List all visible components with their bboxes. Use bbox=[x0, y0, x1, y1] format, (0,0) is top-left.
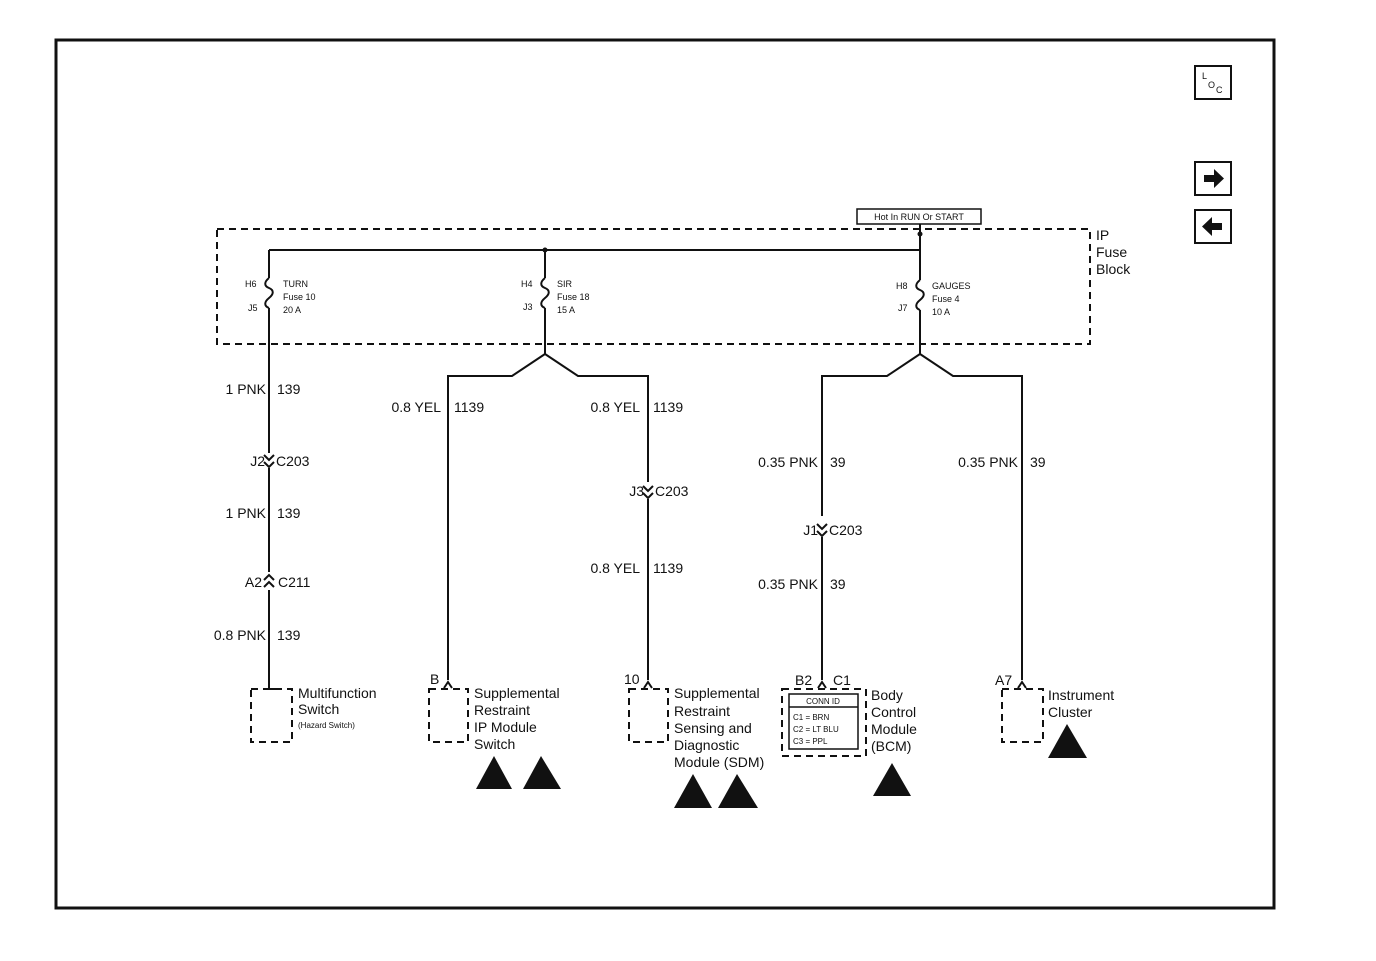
wire-circuit: 39 bbox=[830, 454, 846, 470]
fuse-turn-rating: 20 A bbox=[283, 305, 301, 315]
esd-warning-icon bbox=[476, 756, 561, 789]
loc-letter-c: C bbox=[1216, 85, 1223, 95]
esd-warning-icon bbox=[674, 774, 758, 808]
connector-name: C203 bbox=[276, 453, 310, 469]
component-label: Restraint bbox=[474, 702, 530, 718]
fuse-turn-name: TURN bbox=[283, 279, 308, 289]
esd-warning-icon bbox=[1048, 724, 1087, 758]
component-label: Diagnostic bbox=[674, 737, 739, 753]
fuse-gauges-out-pin: J7 bbox=[898, 303, 908, 313]
component-pin: 10 bbox=[624, 671, 640, 687]
wire-gauge: 0.8 PNK bbox=[214, 627, 267, 643]
arrow-right-icon[interactable] bbox=[1194, 161, 1232, 196]
sir-circuit: 0.8 YEL 1139 0.8 YEL 1139 J3 C203 0.8 YE… bbox=[391, 308, 689, 689]
component-label: Body bbox=[871, 687, 903, 703]
component-label: IP Module bbox=[474, 719, 537, 735]
component-label: (BCM) bbox=[871, 738, 911, 754]
fuse-gauges-name: GAUGES bbox=[932, 281, 971, 291]
component-connector: C1 bbox=[833, 672, 851, 688]
component-label: Supplemental bbox=[474, 685, 560, 701]
component-label: Switch bbox=[298, 701, 339, 717]
hot-in-run-text: Hot In RUN Or START bbox=[874, 212, 964, 222]
component-label: Restraint bbox=[674, 703, 730, 719]
wire-circuit: 139 bbox=[277, 381, 301, 397]
fuse-sir-number: Fuse 18 bbox=[557, 292, 590, 302]
connector-pin: A2 bbox=[245, 574, 262, 590]
component-label: Multifunction bbox=[298, 685, 377, 701]
fuse-sir-in-pin: H4 bbox=[521, 279, 533, 289]
wire-circuit: 139 bbox=[277, 505, 301, 521]
wire-gauge: 0.35 PNK bbox=[958, 454, 1019, 470]
fuse-gauges-number: Fuse 4 bbox=[932, 294, 960, 304]
connector-pin: J1 bbox=[803, 522, 818, 538]
fuse-gauges: H8 J7 GAUGES Fuse 4 10 A bbox=[896, 250, 971, 317]
component-label: Control bbox=[871, 704, 916, 720]
sdm-module: 10 Supplemental Restraint Sensing and Di… bbox=[624, 671, 764, 808]
component-pin: A7 bbox=[995, 672, 1012, 688]
wire-gauge: 0.35 PNK bbox=[758, 454, 819, 470]
fuse-block-outline bbox=[216, 228, 1091, 345]
fuse-gauges-in-pin: H8 bbox=[896, 281, 908, 291]
wire-gauge: 0.35 PNK bbox=[758, 576, 819, 592]
component-label: Cluster bbox=[1048, 704, 1093, 720]
component-label: Sensing and bbox=[674, 720, 752, 736]
multifunction-switch: Multifunction Switch (Hazard Switch) bbox=[250, 685, 377, 743]
wire-circuit: 39 bbox=[830, 576, 846, 592]
connector-pin: J2 bbox=[250, 453, 265, 469]
fuse-sir-rating: 15 A bbox=[557, 305, 575, 315]
component-label: Switch bbox=[474, 736, 515, 752]
conn-id-row: C2 = LT BLU bbox=[793, 725, 839, 734]
wire-circuit: 1139 bbox=[454, 399, 484, 415]
diagram-border bbox=[54, 38, 1276, 910]
fuse-block-name-2: Fuse bbox=[1096, 244, 1127, 260]
component-pin: B bbox=[430, 671, 439, 687]
wire-circuit: 139 bbox=[277, 627, 301, 643]
wire-circuit: 1139 bbox=[653, 560, 683, 576]
instrument-cluster: A7 Instrument Cluster bbox=[995, 672, 1114, 758]
wire-circuit: 39 bbox=[1030, 454, 1046, 470]
wire-gauge: 0.8 YEL bbox=[590, 560, 640, 576]
component-label: Instrument bbox=[1048, 687, 1114, 703]
connector-name: C211 bbox=[278, 574, 311, 590]
wire-gauge: 1 PNK bbox=[226, 381, 267, 397]
gauges-circuit: 0.35 PNK 39 0.35 PNK 39 J1 C203 0.35 PNK… bbox=[758, 310, 1046, 689]
conn-id-title: CONN ID bbox=[806, 697, 840, 706]
arrow-left-icon[interactable] bbox=[1194, 209, 1232, 244]
component-pin: B2 bbox=[795, 672, 812, 688]
wire-gauge: 0.8 YEL bbox=[391, 399, 441, 415]
loc-letter-o: O bbox=[1208, 80, 1215, 90]
connector-pin: J3 bbox=[629, 483, 644, 499]
fuse-sir-name: SIR bbox=[557, 279, 573, 289]
esd-warning-icon bbox=[873, 763, 911, 796]
wire-gauge: 0.8 YEL bbox=[590, 399, 640, 415]
power-source-label: Hot In RUN Or START bbox=[856, 208, 982, 225]
component-label: Module bbox=[871, 721, 917, 737]
connector-name: C203 bbox=[655, 483, 689, 499]
component-label: Module (SDM) bbox=[674, 754, 764, 770]
sir-ip-module-switch: B Supplemental Restraint IP Module Switc… bbox=[428, 671, 561, 789]
bcm-module: B2 C1 CONN ID C1 = BRN C2 = LT BLU C3 = … bbox=[781, 672, 917, 796]
loc-letter-l: L bbox=[1202, 71, 1207, 81]
connector-name: C203 bbox=[829, 522, 863, 538]
fuse-block-name-3: Block bbox=[1096, 261, 1131, 277]
fuse-block-name-1: IP bbox=[1096, 227, 1109, 243]
component-label: (Hazard Switch) bbox=[298, 721, 355, 730]
fuse-sir: H4 J3 SIR Fuse 18 15 A bbox=[521, 250, 590, 315]
location-icon[interactable]: L O C bbox=[1194, 65, 1232, 100]
turn-circuit: 1 PNK 139 J2 C203 1 PNK 139 A2 C211 0.8 … bbox=[214, 308, 311, 690]
fuse-turn-in-pin: H6 bbox=[245, 279, 257, 289]
wire-circuit: 1139 bbox=[653, 399, 683, 415]
fuse-turn: H6 J5 TURN Fuse 10 20 A bbox=[245, 250, 316, 315]
fuse-gauges-rating: 10 A bbox=[932, 307, 950, 317]
fuse-sir-out-pin: J3 bbox=[523, 302, 533, 312]
conn-id-row: C3 = PPL bbox=[793, 737, 828, 746]
fuse-turn-number: Fuse 10 bbox=[283, 292, 316, 302]
wire-gauge: 1 PNK bbox=[226, 505, 267, 521]
conn-id-row: C1 = BRN bbox=[793, 713, 829, 722]
component-label: Supplemental bbox=[674, 685, 760, 701]
fuse-turn-out-pin: J5 bbox=[248, 303, 258, 313]
